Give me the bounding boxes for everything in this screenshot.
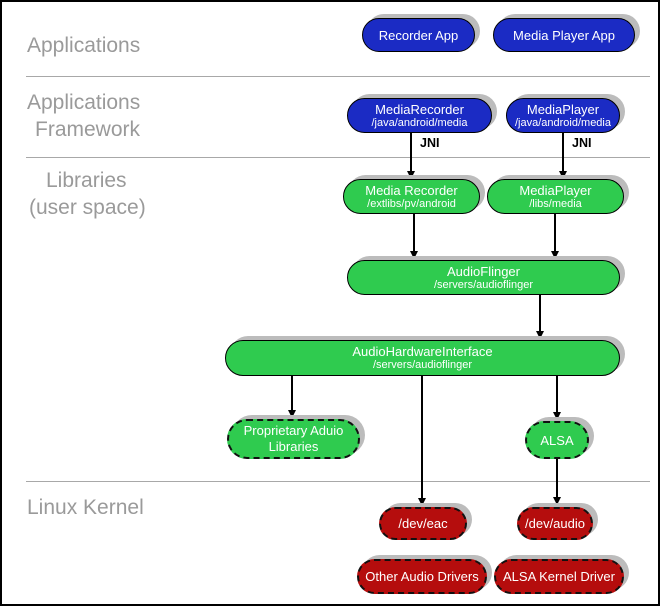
jni-label-right: JNI [572, 136, 592, 150]
layer-label-libraries: Libraries (user space) [29, 167, 146, 221]
arrow-shaft [556, 459, 558, 499]
mediarecorder-framework-node: MediaRecorder /java/android/media [347, 98, 492, 133]
layer-label-line: Libraries [46, 169, 127, 192]
recorder-app-node: Recorder App [362, 18, 475, 52]
arrow-shaft [421, 376, 423, 500]
arrowhead-down-icon [552, 497, 561, 505]
media-player-app-node: Media Player App [493, 18, 635, 52]
audiohardwareinterface-node: AudioHardwareInterface /servers/audiofli… [225, 340, 620, 376]
arrow-shaft [410, 133, 412, 173]
node-title: MediaRecorder [375, 101, 464, 117]
node-title: /dev/audio [525, 516, 585, 531]
layer-label-line: Applications [27, 34, 141, 57]
arrowhead-down-icon [287, 410, 296, 418]
node-path: /servers/audioflinger [372, 359, 473, 371]
layer-divider-line [26, 481, 650, 482]
alsa-kernel-driver-node: ALSA Kernel Driver [494, 559, 624, 594]
arrowhead-down-icon [417, 498, 426, 506]
layer-label-line: Applications [27, 91, 141, 114]
dev-eac-node: /dev/eac [379, 507, 467, 540]
node-title: AudioHardwareInterface [352, 344, 493, 359]
node-title: Media Player App [513, 27, 615, 43]
node-title: Media Recorder [365, 182, 458, 198]
layer-label-applications-framework: Applications Framework [27, 89, 140, 143]
node-title: Proprietary Aduio Libraries [243, 423, 344, 454]
arrow-shaft [413, 214, 415, 253]
mediaplayer-framework-node: MediaPlayer /java/android/media [506, 98, 620, 133]
other-audio-drivers-node: Other Audio Drivers [357, 559, 487, 594]
layer-label-line: Framework [35, 118, 141, 141]
layer-divider-line [26, 157, 650, 158]
node-path: /java/android/media [514, 116, 611, 129]
node-path: /extlibs/pv/android [367, 197, 456, 210]
node-title: ALSA [540, 432, 574, 448]
arrow-shaft [554, 214, 556, 253]
dev-audio-node: /dev/audio [517, 507, 593, 540]
arrow-shaft [556, 376, 558, 414]
layer-label-applications: Applications [27, 32, 140, 59]
node-title: Other Audio Drivers [365, 569, 479, 584]
layer-divider-line [26, 76, 650, 77]
arrow-shaft [291, 376, 293, 412]
arrowhead-down-icon [552, 412, 561, 420]
node-path: /java/android/media [371, 116, 468, 129]
node-path: /servers/audioflinger [433, 278, 534, 291]
layer-label-line: Linux Kernel [27, 496, 144, 519]
arrowhead-down-icon [535, 331, 544, 339]
layer-label-line: (user space) [29, 196, 146, 219]
jni-label-left: JNI [420, 136, 440, 150]
arrowhead-down-icon [406, 171, 415, 179]
layer-label-linux-kernel: Linux Kernel [27, 494, 144, 521]
node-title: ALSA Kernel Driver [503, 569, 615, 584]
arrowhead-down-icon [558, 171, 567, 179]
node-title: Recorder App [378, 27, 459, 43]
media-recorder-library-node: Media Recorder /extlibs/pv/android [343, 179, 480, 214]
alsa-node: ALSA [525, 421, 589, 459]
node-title: MediaPlayer [519, 182, 592, 198]
node-title: /dev/eac [398, 516, 448, 531]
node-title: MediaPlayer [526, 101, 600, 117]
node-title: AudioFlinger [447, 263, 520, 279]
arrowhead-down-icon [409, 251, 418, 259]
node-path: /libs/media [529, 197, 582, 210]
mediaplayer-library-node: MediaPlayer /libs/media [487, 179, 624, 214]
arrow-shaft [539, 295, 541, 333]
arrow-shaft [562, 133, 564, 173]
arrowhead-down-icon [550, 251, 559, 259]
audioflinger-node: AudioFlinger /servers/audioflinger [347, 260, 620, 295]
proprietary-audio-libraries-node: Proprietary Aduio Libraries [227, 419, 360, 459]
